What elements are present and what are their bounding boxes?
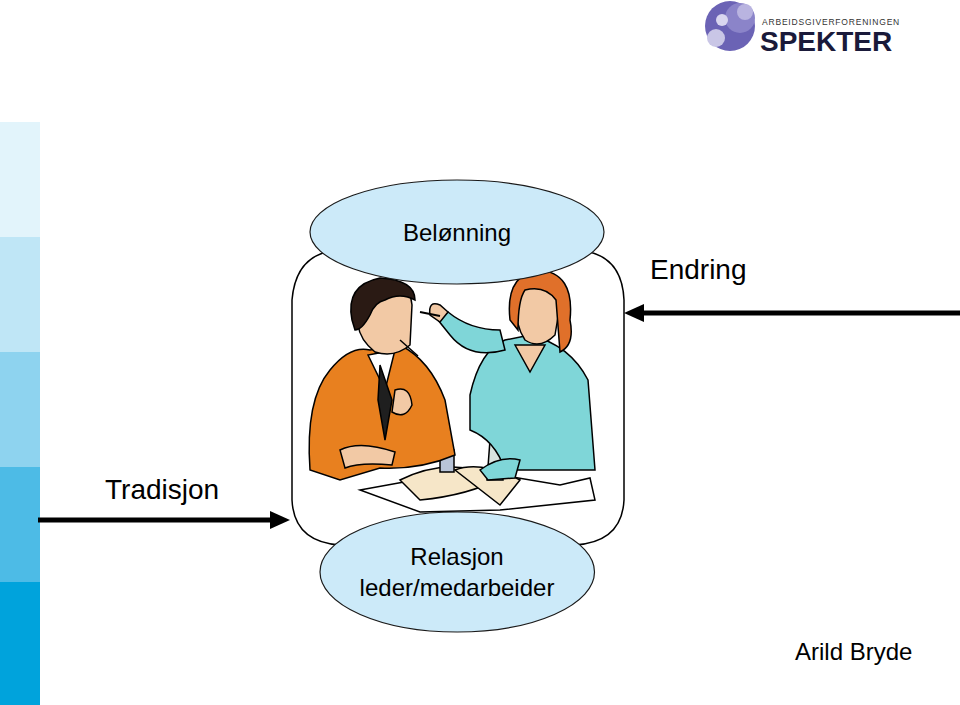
stripe-band [0, 122, 40, 237]
arrow-line [38, 518, 272, 523]
ellipse-outline [319, 511, 596, 633]
label-text: Arild Bryde [795, 638, 912, 666]
meeting-illustration [309, 270, 595, 512]
stripe-band [0, 352, 40, 467]
arrow-line [642, 311, 960, 316]
label-text: Tradisjon [105, 474, 219, 506]
arrowhead [270, 511, 290, 529]
ellipse-node: Relasjon leder/medarbeider [319, 511, 596, 633]
logo-text: SPEKTER [760, 26, 892, 58]
arrowhead [624, 304, 644, 322]
label-text: Endring [650, 254, 747, 286]
logo-text: ARBEIDSGIVERFORENINGEN [762, 17, 900, 27]
stripe-band [0, 467, 40, 582]
logo-mark [705, 1, 755, 51]
node-text: Relasjon leder/medarbeider [355, 541, 560, 603]
node-text: Belønning [347, 217, 567, 248]
stripe-band [0, 237, 40, 352]
stripe-band [0, 582, 40, 705]
ellipse-node: Belønning [309, 179, 605, 285]
